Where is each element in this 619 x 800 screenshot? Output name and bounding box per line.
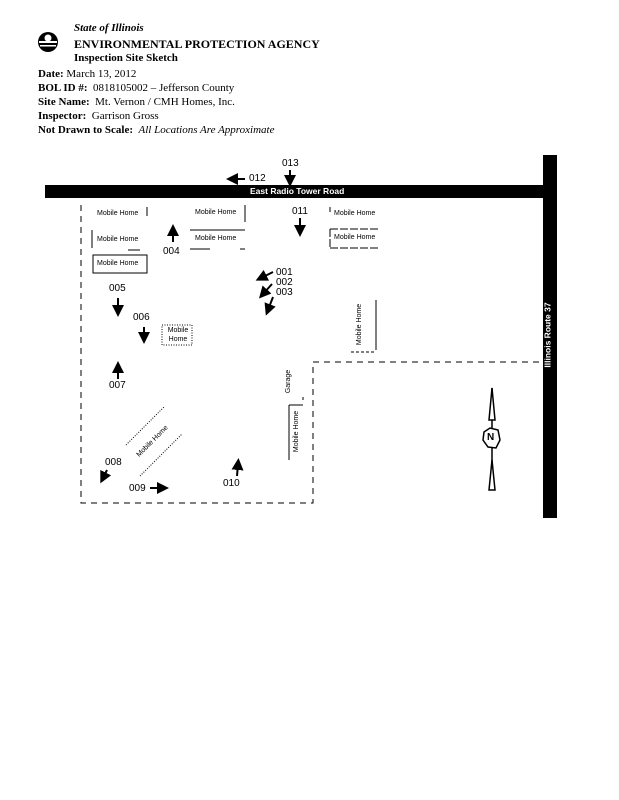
east-radio-tower-road: [45, 185, 557, 198]
mobile-home: Mobile Home: [97, 260, 139, 267]
photo-point-label: 001: [276, 267, 293, 278]
photo-point-label: 006: [133, 312, 150, 323]
garage: Garage: [285, 369, 293, 394]
agency-name: ENVIRONMENTAL PROTECTION AGENCY: [74, 37, 320, 51]
mobile-home: Mobile Home: [195, 209, 237, 216]
mobile-home: Mobile Home: [97, 210, 139, 217]
photo-point-label: 007: [109, 380, 126, 391]
photo-point-label: 011: [292, 206, 308, 217]
photo-point-label: 013: [282, 158, 299, 169]
site-value: Mt. Vernon / CMH Homes, Inc.: [95, 96, 235, 108]
mobile-home: Mobile Home: [167, 327, 189, 343]
photo-point-label: 008: [105, 457, 122, 468]
bol-row: BOL ID #: 0818105002 – Jefferson County: [38, 82, 234, 94]
site-row: Site Name: Mt. Vernon / CMH Homes, Inc.: [38, 96, 235, 108]
bol-value: 0818105002 – Jefferson County: [93, 82, 235, 94]
date-label: Date:: [38, 68, 64, 80]
photo-point-label: 003: [276, 287, 293, 298]
illinois-route-37: [543, 155, 557, 518]
road-label-vertical: Illinois Route 37: [542, 302, 553, 368]
document-title: Inspection Site Sketch: [74, 52, 178, 64]
scale-row: Not Drawn to Scale: All Locations Are Ap…: [38, 124, 274, 136]
inspector-value: Garrison Gross: [91, 110, 159, 122]
mobile-home: Mobile Home: [293, 410, 301, 453]
photo-point-label: 002: [276, 277, 293, 288]
photo-point-label: 005: [109, 283, 126, 294]
mobile-home: Mobile Home: [97, 236, 139, 243]
illinois-epa-logo: [38, 32, 58, 52]
scale-value: All Locations Are Approximate: [138, 124, 275, 136]
photo-point-label: 010: [223, 478, 240, 489]
photo-point-label: 004: [163, 246, 180, 257]
site-label: Site Name:: [38, 96, 90, 108]
state-name: State of Illinois: [74, 22, 144, 34]
compass-north-label: N: [487, 432, 495, 443]
bol-label: BOL ID #:: [38, 82, 88, 94]
inspector-label: Inspector:: [38, 110, 87, 122]
scale-label: Not Drawn to Scale:: [38, 124, 134, 136]
mobile-home: Mobile Home: [334, 210, 376, 217]
date-value: March 13, 2012: [66, 68, 137, 80]
road-label-horizontal: East Radio Tower Road: [250, 186, 345, 196]
inspector-row: Inspector: Garrison Gross: [38, 110, 159, 122]
photo-point-label: 012: [249, 173, 266, 184]
date-row: Date: March 13, 2012: [38, 68, 136, 80]
mobile-home: Mobile Home: [356, 303, 364, 346]
photo-arrows: [100, 170, 306, 494]
mobile-home: Mobile Home: [195, 235, 237, 242]
photo-point-label: 009: [129, 483, 146, 494]
property-boundary: [80, 205, 543, 504]
mobile-home: Mobile Home: [334, 234, 376, 241]
north-arrow-icon: [482, 387, 501, 491]
